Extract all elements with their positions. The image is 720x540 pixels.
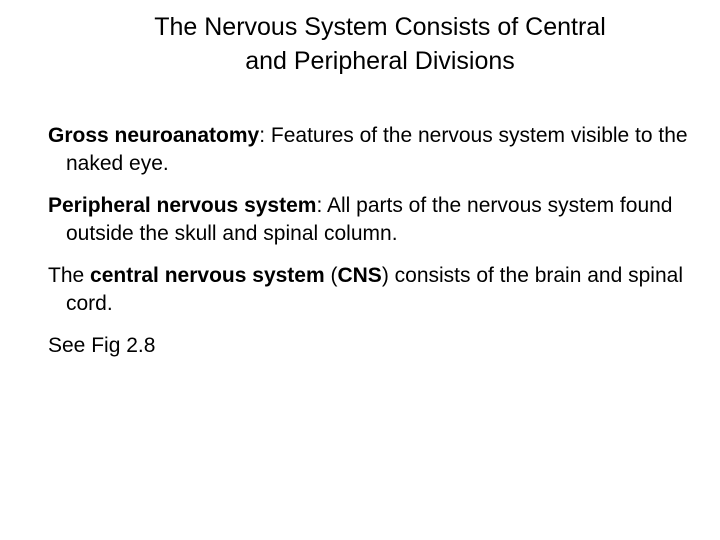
definition-gross-neuroanatomy: : Features of the nervous system visible… — [66, 124, 688, 175]
definition-central-nervous-system: ) consists of the brain and spinal cord. — [66, 264, 683, 315]
paragraph-gross-neuroanatomy: Gross neuroanatomy: Features of the nerv… — [48, 122, 688, 178]
term-peripheral-nervous-system: Peripheral nervous system — [48, 194, 317, 217]
slide-title-line-2: and Peripheral Divisions — [245, 47, 515, 75]
paragraph-see-figure: See Fig 2.8 — [48, 334, 156, 357]
slide-title-line-1: The Nervous System Consists of Central — [154, 13, 606, 41]
paragraph-central-nervous-system: The central nervous system (CNS) consist… — [48, 262, 688, 318]
slide-title: The Nervous System Consists of Central a… — [110, 10, 650, 78]
definition-peripheral-nervous-system: : All parts of the nervous system found … — [66, 194, 673, 245]
term-central-nervous-system: central nervous system — [90, 264, 325, 287]
central-open-paren: ( — [324, 264, 338, 287]
term-cns-abbreviation: CNS — [337, 264, 382, 287]
term-gross-neuroanatomy: Gross neuroanatomy — [48, 124, 260, 147]
paragraph-peripheral-nervous-system: Peripheral nervous system: All parts of … — [48, 192, 688, 248]
central-prefix: The — [48, 264, 91, 287]
slide-body: Gross neuroanatomy: Features of the nerv… — [48, 122, 688, 374]
